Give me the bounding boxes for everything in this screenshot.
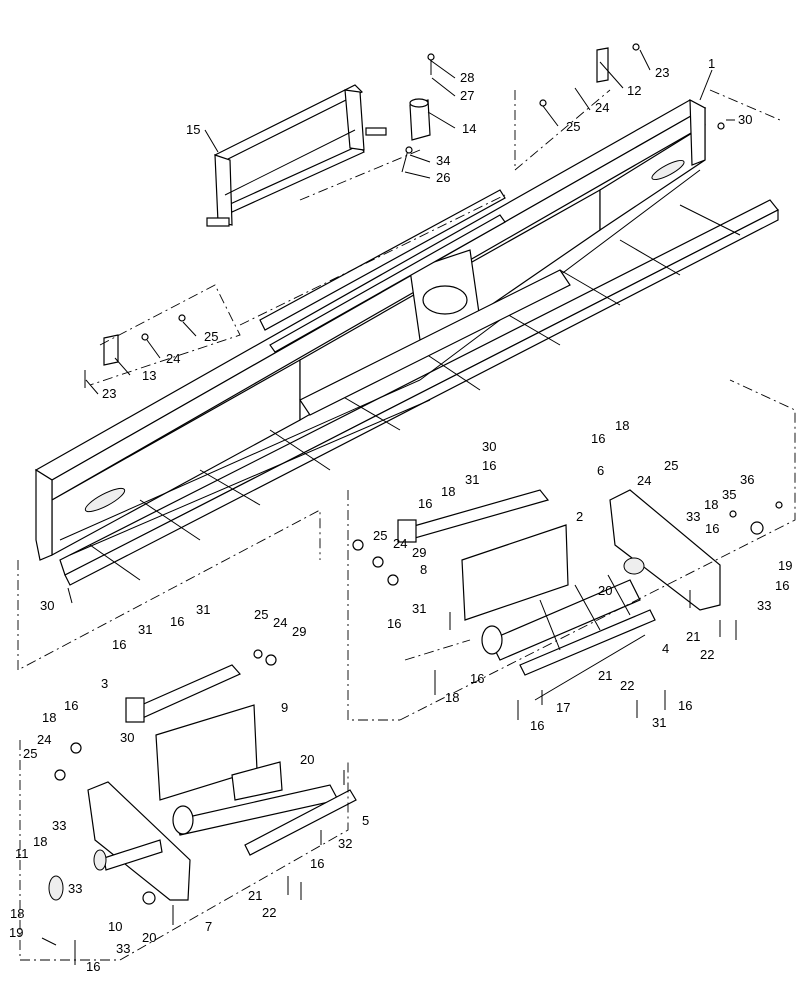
main-frame	[34, 98, 779, 586]
callout-22a: 22	[700, 647, 714, 662]
callout-16a: 16	[482, 458, 496, 473]
callout-16e: 16	[530, 718, 544, 733]
callout-16f: 16	[678, 698, 692, 713]
callout-25f: 25	[23, 746, 37, 761]
callout-31d: 31	[196, 602, 210, 617]
callout-33e: 33	[116, 941, 130, 956]
callout-20a: 20	[598, 583, 612, 598]
callout-30d: 30	[120, 730, 134, 745]
callout-20c: 20	[142, 930, 156, 945]
callout-16d: 16	[470, 671, 484, 686]
callout-7: 7	[205, 919, 212, 934]
callout-35: 35	[722, 487, 736, 502]
callout-34: 34	[436, 153, 450, 168]
callout-18c: 18	[615, 418, 629, 433]
callout-31c: 31	[652, 715, 666, 730]
callout-14: 14	[462, 121, 476, 136]
callout-23b: 23	[102, 386, 116, 401]
callout-25d: 25	[664, 458, 678, 473]
right-extension-assembly	[397, 489, 721, 701]
callout-13: 13	[142, 368, 156, 383]
callout-21b: 21	[598, 668, 612, 683]
callout-31b: 31	[412, 601, 426, 616]
callout-33c: 33	[52, 818, 66, 833]
callout-26: 26	[436, 170, 450, 185]
callout-16m: 16	[310, 856, 324, 871]
callout-16j: 16	[170, 614, 184, 629]
left-extension-assembly	[48, 664, 357, 901]
callout-18a: 18	[441, 484, 455, 499]
callout-6: 6	[597, 463, 604, 478]
callout-25e: 25	[254, 607, 268, 622]
callout-12: 12	[627, 83, 641, 98]
callout-33b: 33	[757, 598, 771, 613]
callout-16c: 16	[387, 616, 401, 631]
callout-2: 2	[576, 509, 583, 524]
callout-16l: 16	[64, 698, 78, 713]
leader-lines	[67, 49, 735, 604]
callout-28: 28	[460, 70, 474, 85]
callout-16h: 16	[705, 521, 719, 536]
callout-24e: 24	[273, 615, 287, 630]
callout-29a: 29	[412, 545, 426, 560]
callout-25b: 25	[204, 329, 218, 344]
callout-labels: 1 23 12 24 25 30 28 27 14 34 26 15 25 24…	[9, 56, 792, 974]
callout-30: 30	[738, 112, 752, 127]
callout-21a: 21	[686, 629, 700, 644]
callout-29b: 29	[292, 624, 306, 639]
callout-3: 3	[101, 676, 108, 691]
callout-16i: 16	[775, 578, 789, 593]
callout-1: 1	[708, 56, 715, 71]
assembly-outlines	[17, 89, 796, 961]
callout-27: 27	[460, 88, 474, 103]
callout-33d: 33	[68, 881, 82, 896]
callout-23: 23	[655, 65, 669, 80]
callout-16k: 16	[112, 637, 126, 652]
callout-18e: 18	[42, 710, 56, 725]
callout-5: 5	[362, 813, 369, 828]
callout-24d: 24	[637, 473, 651, 488]
callout-24f: 24	[37, 732, 51, 747]
callout-16g: 16	[591, 431, 605, 446]
callout-24b: 24	[166, 351, 180, 366]
callout-18b: 18	[445, 690, 459, 705]
callout-31e: 31	[138, 622, 152, 637]
callout-11: 11	[15, 846, 29, 861]
callout-25: 25	[566, 119, 580, 134]
hardware	[41, 43, 783, 965]
callout-19a: 19	[778, 558, 792, 573]
plate-13	[103, 334, 119, 366]
callout-16b: 16	[418, 496, 432, 511]
callout-17: 17	[556, 700, 570, 715]
callout-4: 4	[662, 641, 669, 656]
callout-8: 8	[420, 562, 427, 577]
callout-30b: 30	[40, 598, 54, 613]
callout-31a: 31	[465, 472, 479, 487]
callout-22b: 22	[620, 678, 634, 693]
callout-25c: 25	[373, 528, 387, 543]
callout-32: 32	[338, 836, 352, 851]
callout-9: 9	[281, 700, 288, 715]
pin-assembly	[401, 53, 435, 173]
callout-15: 15	[186, 122, 200, 137]
callout-18f: 18	[33, 834, 47, 849]
top-mount-frame	[206, 84, 387, 227]
callout-10: 10	[108, 919, 122, 934]
callout-18d: 18	[704, 497, 718, 512]
callout-18g: 18	[10, 906, 24, 921]
callout-24: 24	[595, 100, 609, 115]
callout-20b: 20	[300, 752, 314, 767]
callout-36: 36	[740, 472, 754, 487]
callout-30c: 30	[482, 439, 496, 454]
callout-19b: 19	[9, 925, 23, 940]
callout-22c: 22	[262, 905, 276, 920]
callout-24c: 24	[393, 536, 407, 551]
callout-21c: 21	[248, 888, 262, 903]
callout-33a: 33	[686, 509, 700, 524]
callout-16n: 16	[86, 959, 100, 974]
